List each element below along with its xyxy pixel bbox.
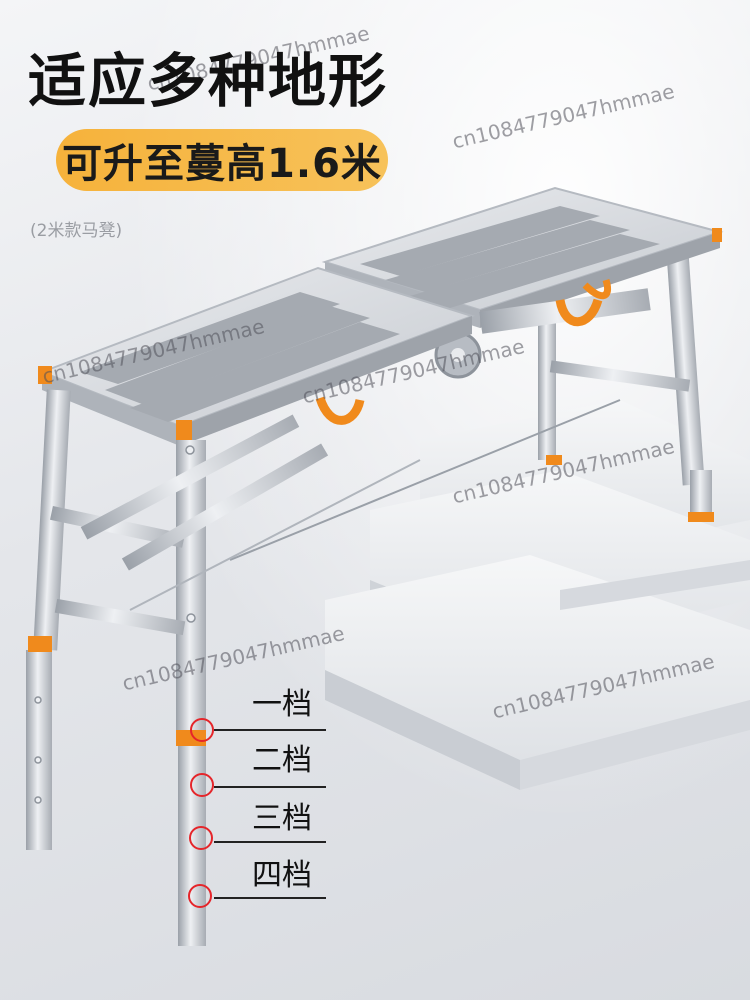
level-label: 四档 [252, 858, 312, 893]
level-leader-line [214, 786, 326, 788]
level-marker [188, 884, 212, 908]
model-note: (2米款马凳) [30, 221, 123, 241]
level-label: 三档 [252, 801, 312, 836]
level-marker [189, 826, 213, 850]
level-marker [190, 773, 214, 797]
height-badge: 可升至蔓高1.6米 [56, 129, 388, 191]
level-leader-line [214, 841, 326, 843]
stairs-background [325, 400, 750, 790]
headline: 适应多种地形 [28, 47, 389, 115]
level-marker [190, 718, 214, 742]
front-platform [38, 266, 476, 446]
front-legs [26, 389, 621, 946]
level-leader-line [214, 897, 326, 899]
level-label: 一档 [252, 687, 312, 722]
level-leader-line [214, 729, 326, 731]
rear-legs [538, 239, 714, 522]
level-label: 二档 [252, 743, 312, 778]
